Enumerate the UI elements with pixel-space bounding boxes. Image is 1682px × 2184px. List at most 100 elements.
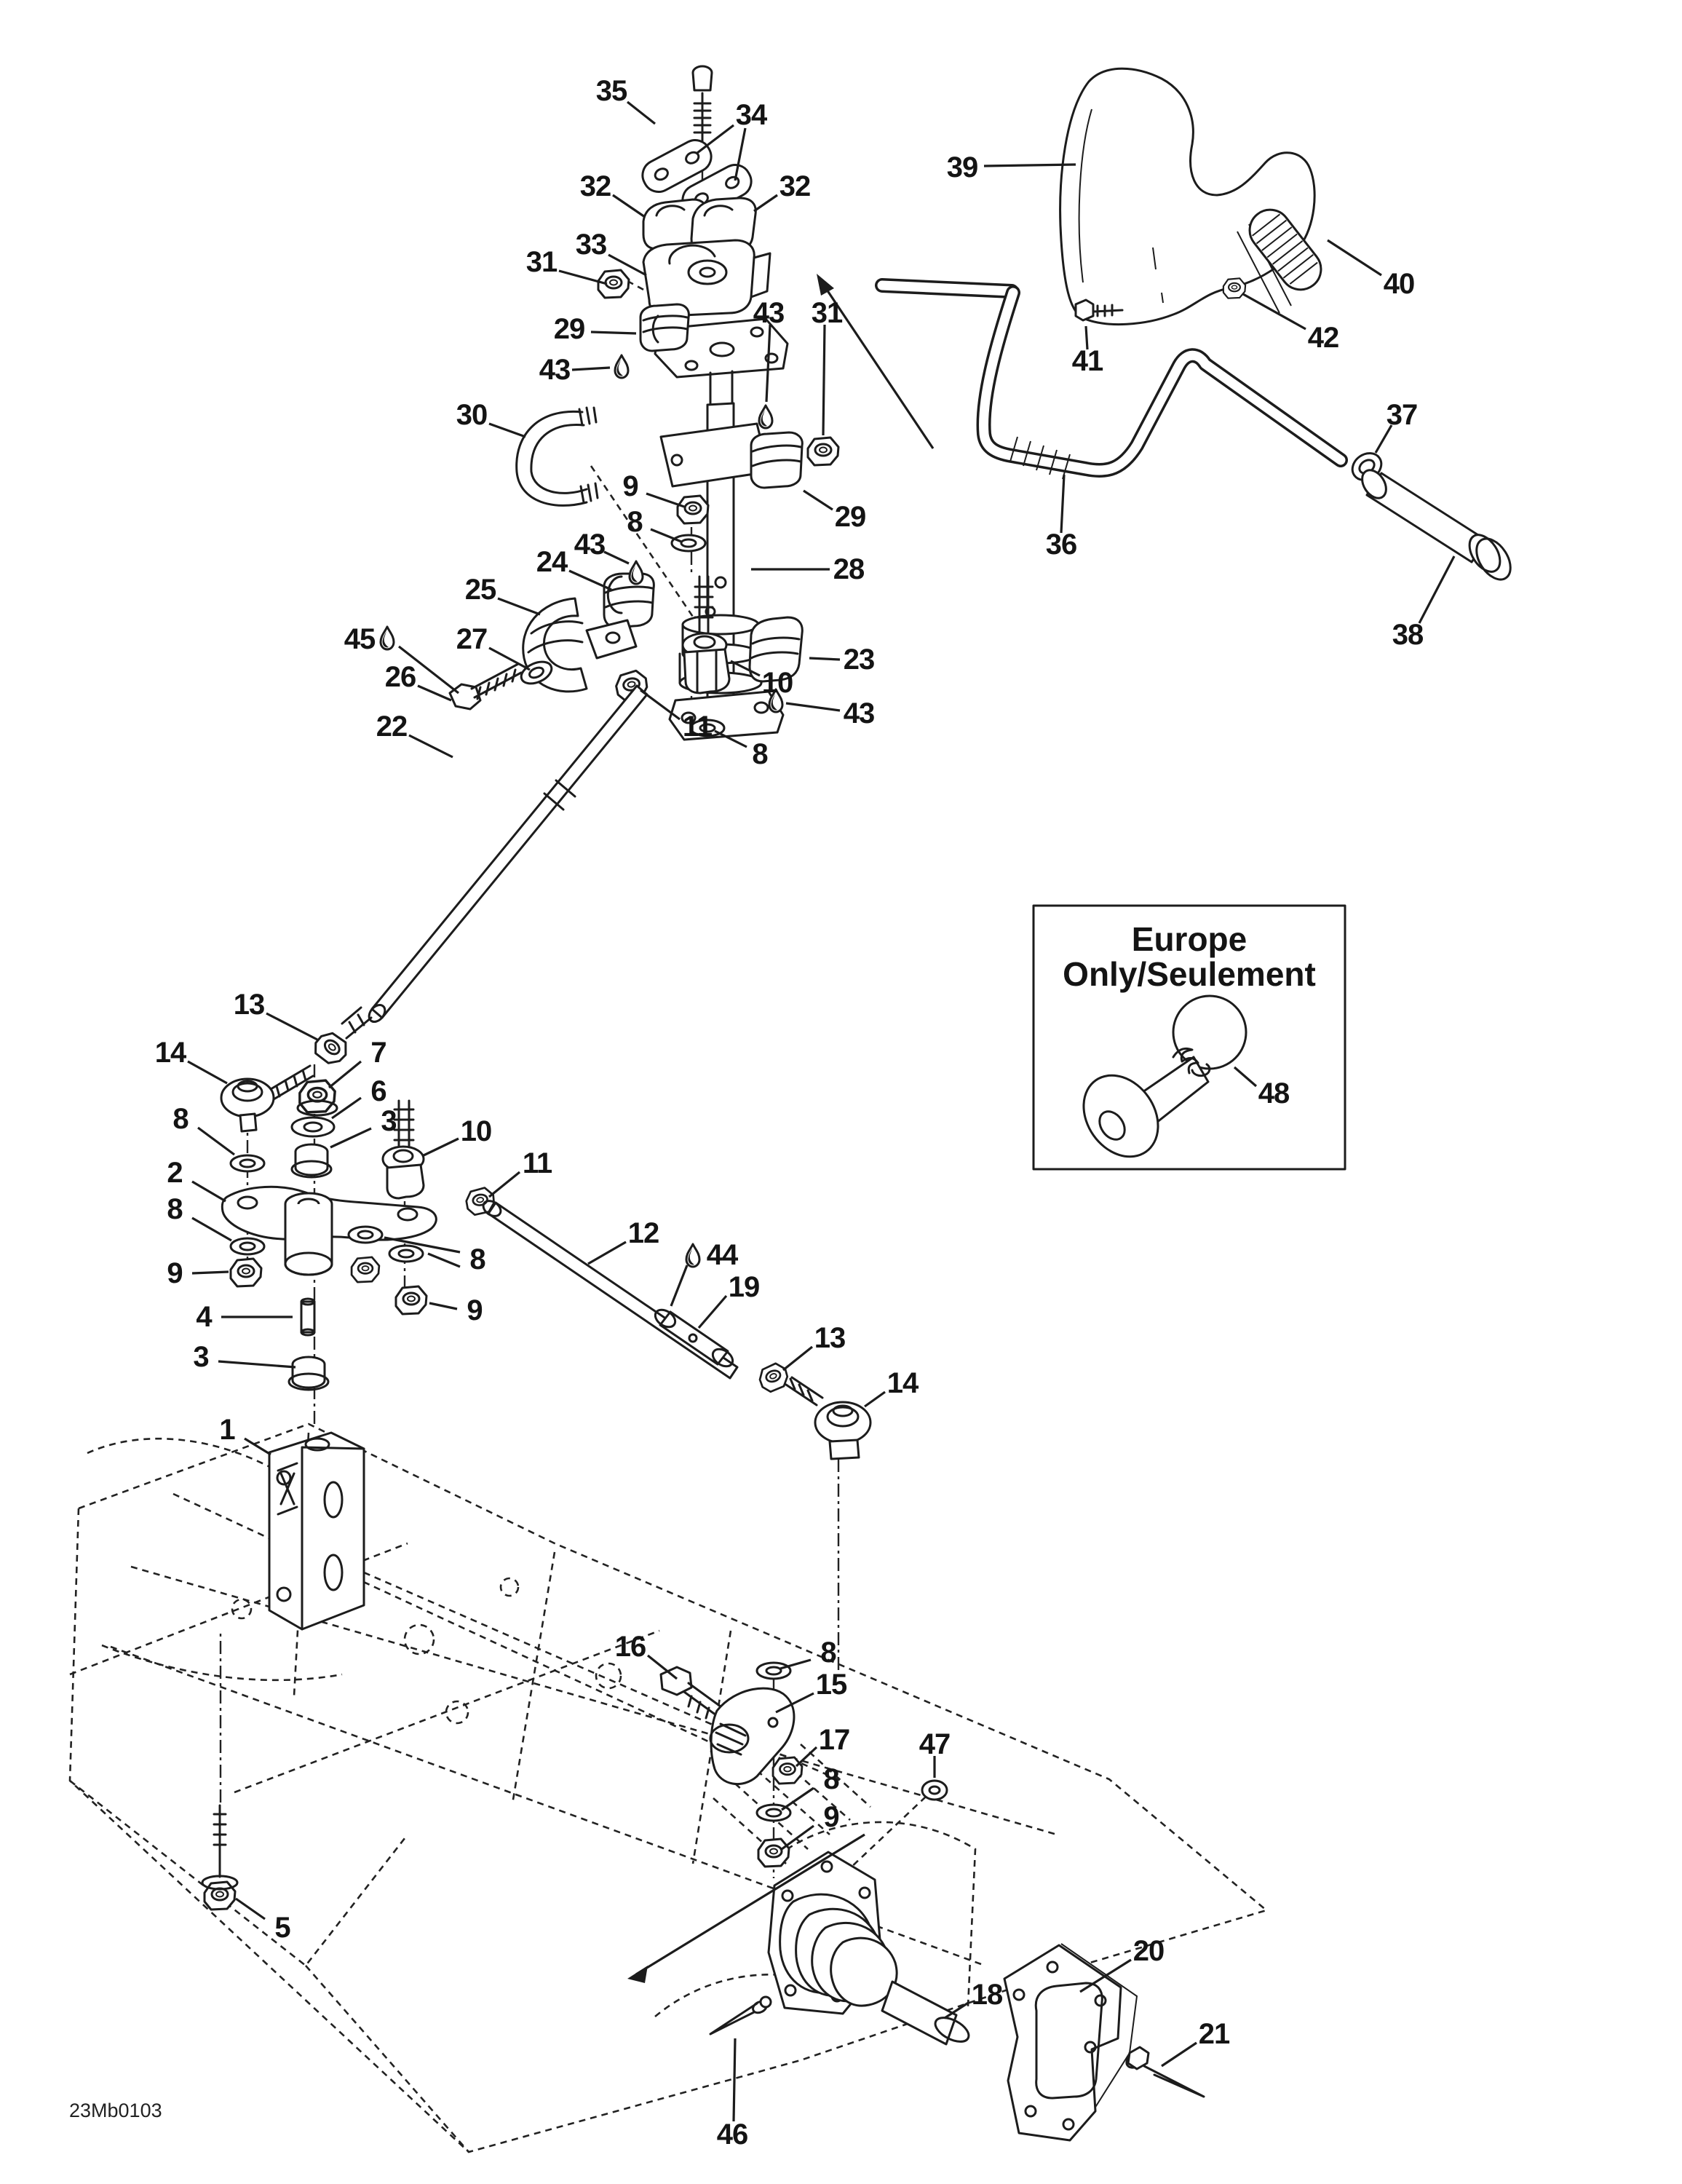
leader-line-43 [765, 324, 771, 403]
leader-line-11 [488, 1171, 521, 1198]
washer-27 [520, 660, 553, 685]
leader-line-23 [809, 657, 841, 661]
callout-20: 20 [1079, 1935, 1165, 1993]
callout-number-8: 8 [823, 1763, 839, 1795]
callout-9: 9 [781, 1801, 840, 1851]
callout-number-18: 18 [972, 1979, 1003, 2011]
callout-9: 9 [167, 1257, 229, 1289]
callout-number-29: 29 [835, 501, 866, 533]
callout-number-3: 3 [193, 1341, 208, 1373]
leader-line-20 [1079, 1958, 1132, 1993]
europe-only-box: Europe Only/Seulement [1032, 904, 1346, 1171]
callout-number-35: 35 [596, 75, 627, 107]
leader-line-38 [1418, 555, 1456, 624]
leader-line-9 [781, 1824, 814, 1851]
leader-line-5 [235, 1897, 266, 1920]
leader-line-25 [497, 597, 541, 616]
callout-12: 12 [587, 1217, 659, 1265]
callout-number-23: 23 [844, 644, 875, 676]
callout-number-20: 20 [1133, 1935, 1165, 1967]
leader-line-44 [670, 1265, 689, 1307]
callout-33: 33 [576, 229, 647, 277]
callout-number-8: 8 [469, 1243, 485, 1275]
boot-tube-18 [881, 1980, 958, 2046]
europe-box-line1: Europe [1132, 920, 1247, 958]
callout-16: 16 [615, 1631, 678, 1680]
callout-number-36: 36 [1046, 529, 1077, 561]
callout-number-43: 43 [574, 529, 606, 561]
callout-8: 8 [714, 729, 769, 770]
callout-47: 47 [919, 1728, 951, 1778]
callout-number-32: 32 [580, 170, 611, 202]
nut-13-right [755, 1360, 792, 1395]
callout-number-2: 2 [167, 1157, 182, 1189]
callout-8: 8 [627, 506, 682, 543]
boot-18 [779, 1893, 970, 2046]
flange-nut-7-flange [296, 1099, 338, 1117]
leader-line-7 [328, 1060, 362, 1089]
leader-line-3 [330, 1127, 372, 1149]
callout-10: 10 [421, 1115, 492, 1158]
nut-9c [394, 1285, 428, 1315]
callout-number-14: 14 [155, 1037, 187, 1069]
callout-number-26: 26 [385, 661, 416, 693]
callout-number-6: 6 [370, 1075, 386, 1107]
callout-29: 29 [554, 313, 637, 345]
leader-line-10 [421, 1137, 459, 1158]
callout-8: 8 [172, 1103, 235, 1156]
callout-number-4: 4 [196, 1301, 213, 1333]
callout-number-13: 13 [234, 989, 265, 1021]
leader-line-14 [187, 1060, 228, 1085]
leader-line-42 [1242, 293, 1306, 331]
callout-8: 8 [779, 1637, 837, 1670]
screw-41 [1074, 298, 1124, 322]
leader-line-31 [558, 269, 608, 285]
callout-number-9: 9 [467, 1294, 482, 1326]
callout-37: 37 [1374, 399, 1418, 454]
callout-number-7: 7 [370, 1037, 386, 1069]
handlebar-pad-39 [1059, 67, 1316, 326]
callout-11: 11 [488, 1147, 553, 1198]
callout-8: 8 [167, 1193, 232, 1242]
callout-43: 43 [768, 688, 875, 729]
steering-arm-2 [221, 1185, 437, 1276]
leader-line-46 [732, 2038, 737, 2122]
nut-9b [229, 1257, 263, 1288]
callout-number-44: 44 [707, 1239, 739, 1271]
callout-number-8: 8 [172, 1103, 189, 1135]
nut-42 [1222, 277, 1247, 299]
washer-8-top [755, 1661, 792, 1680]
callout-38: 38 [1392, 555, 1456, 651]
callout-number-3: 3 [381, 1105, 396, 1137]
callout-number-21: 21 [1199, 2018, 1230, 2050]
leader-line-16 [647, 1654, 678, 1680]
callout-7: 7 [328, 1037, 387, 1089]
leader-line-15 [775, 1692, 814, 1714]
nut-9a [676, 494, 710, 525]
callout-number-24: 24 [536, 546, 568, 578]
tie-rod-12 [482, 1200, 824, 1406]
washer-6 [290, 1116, 336, 1138]
callout-23: 23 [809, 644, 875, 676]
callout-13: 13 [782, 1322, 846, 1372]
leader-line-8 [781, 1787, 814, 1811]
rubber-bushing-24 [603, 572, 655, 629]
spacer-4 [300, 1297, 316, 1337]
leader-line-41 [1084, 325, 1089, 350]
leader-line-9 [646, 492, 685, 508]
ball-joint-14-right [814, 1401, 872, 1460]
leader-line-39 [983, 163, 1076, 167]
leader-line-10 [730, 660, 761, 677]
loctite-drop-icon [614, 354, 630, 379]
callout-3: 3 [330, 1105, 397, 1149]
callout-number-31: 31 [526, 246, 558, 278]
loctite-drop-icon [758, 404, 774, 430]
tie-rod-end-10-upper [681, 575, 731, 695]
nut-under-arm [350, 1256, 381, 1283]
leader-line-48 [1233, 1066, 1258, 1088]
callout-number-43: 43 [539, 354, 571, 386]
leader-line-17 [795, 1746, 818, 1768]
steering-arm-15 [709, 1687, 796, 1785]
callout-number-28: 28 [833, 553, 865, 585]
